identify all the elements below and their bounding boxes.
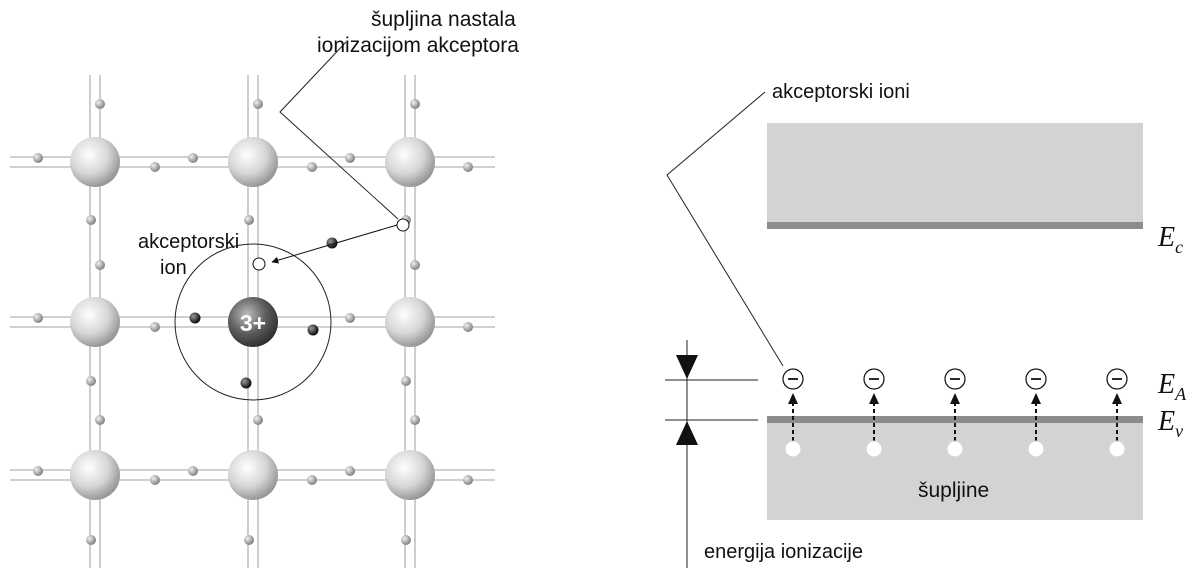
valence-electron	[86, 535, 96, 545]
acceptor-state	[1106, 368, 1128, 458]
host-atoms	[70, 137, 435, 500]
valence-electron	[150, 162, 160, 172]
valence-electron	[95, 260, 105, 270]
hole	[1027, 440, 1045, 458]
host-atom	[228, 450, 278, 500]
acceptor-states	[782, 368, 1128, 458]
acceptor-orbit	[174, 243, 332, 401]
acceptor-state	[1025, 368, 1047, 458]
hole-transfer-arrow	[271, 224, 398, 264]
acceptor-ion-charge: 3+	[240, 310, 266, 336]
valence-electron	[188, 466, 198, 476]
excitation-arrow-head	[1031, 393, 1041, 404]
bound-electron	[240, 377, 252, 389]
valence-electron	[401, 376, 411, 386]
conduction-band-edge	[767, 222, 1143, 229]
acceptor-state	[863, 368, 885, 458]
up-arrow-head	[676, 421, 698, 445]
valence-electron	[253, 415, 263, 425]
valence-electron	[345, 313, 355, 323]
valence-electron	[410, 415, 420, 425]
valence-electron	[253, 99, 263, 109]
valence-electron	[150, 475, 160, 485]
valence-electron	[410, 99, 420, 109]
hole-captured	[252, 257, 266, 271]
acceptor-state	[782, 368, 804, 458]
valence-electron	[150, 322, 160, 332]
valence-electron	[307, 475, 317, 485]
hole-original	[396, 218, 410, 232]
valence-electron	[401, 535, 411, 545]
valence-electron	[463, 475, 473, 485]
host-atom	[385, 137, 435, 187]
valence-electron	[463, 162, 473, 172]
excitation-arrow-head	[788, 393, 798, 404]
valence-electron	[95, 415, 105, 425]
host-atom	[70, 450, 120, 500]
valence-electron	[410, 260, 420, 270]
band-diagram: akceptorski ioni Ec šupljine EA Ev energ…	[665, 81, 1187, 568]
valence-electron	[33, 313, 43, 323]
host-atom	[70, 137, 120, 187]
valence-electron	[188, 153, 198, 163]
acceptor-ion	[228, 297, 278, 347]
bound-electron	[307, 324, 319, 336]
valence-electron	[307, 162, 317, 172]
excitation-arrow-head	[869, 393, 879, 404]
hole	[865, 440, 883, 458]
hole	[946, 440, 964, 458]
valence-electron	[244, 215, 254, 225]
down-arrow-head	[676, 355, 698, 379]
conduction-band	[767, 123, 1143, 227]
valence-electron	[33, 466, 43, 476]
hole-label: šupljina nastala ionizacijom akceptora	[317, 8, 522, 57]
hole	[784, 440, 802, 458]
host-atom	[228, 137, 278, 187]
excitation-arrow-head	[1112, 393, 1122, 404]
migrating-electron	[326, 237, 338, 249]
holes-label: šupljine	[918, 479, 989, 502]
valence-level-label: Ev	[1157, 406, 1183, 441]
valence-electron	[345, 466, 355, 476]
valence-electron	[463, 322, 473, 332]
valence-electrons	[33, 99, 473, 545]
valence-electron	[95, 99, 105, 109]
valence-electron	[244, 535, 254, 545]
excitation-arrow-head	[950, 393, 960, 404]
acceptor-ions-label: akceptorski ioni	[772, 81, 910, 103]
conduction-level-label: Ec	[1157, 222, 1183, 257]
hole	[1108, 440, 1126, 458]
crystal-lattice: 3+ šupljina nastala ionizacijom akceptor…	[10, 8, 522, 568]
valence-electron	[345, 153, 355, 163]
ionization-energy-label: energija ionizacije	[704, 541, 863, 563]
ion-label: akceptorski ion	[138, 231, 245, 279]
acceptor-state	[944, 368, 966, 458]
host-atom	[385, 297, 435, 347]
acceptor-ions-pointer	[666, 91, 784, 367]
valence-electron	[86, 215, 96, 225]
hole-label-pointer	[279, 41, 399, 220]
host-atom	[385, 450, 435, 500]
valence-electron	[86, 376, 96, 386]
bound-electron	[189, 312, 201, 324]
host-atom	[70, 297, 120, 347]
acceptor-level-label: EA	[1157, 369, 1187, 404]
valence-electron	[33, 153, 43, 163]
